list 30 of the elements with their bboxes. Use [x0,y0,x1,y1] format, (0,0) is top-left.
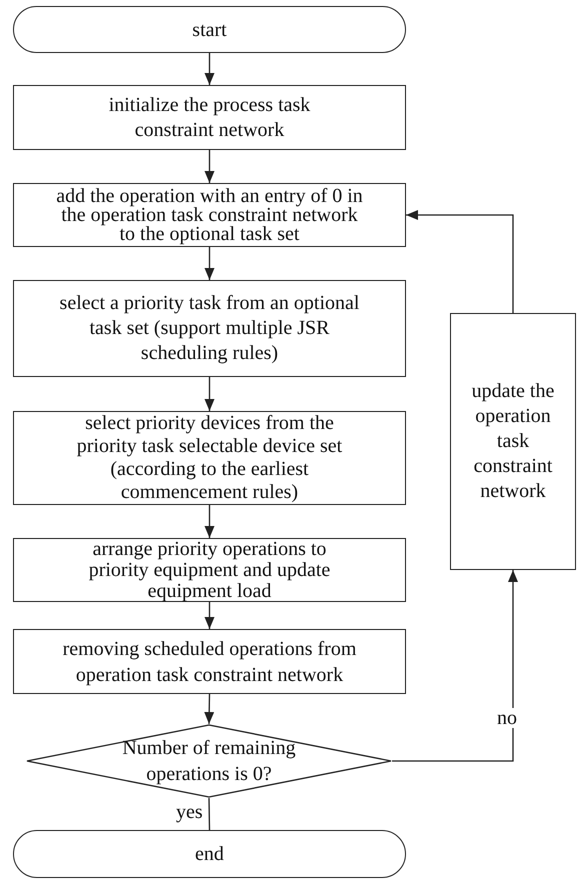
process-box [13,85,406,150]
arrow [204,505,214,538]
arrow [204,602,214,629]
node-text: update the operation task constraint network [470,379,556,504]
arrow [204,377,214,411]
arrow [204,53,214,85]
arrow [204,694,214,724]
node-text: Number of remaining operations is 0? [121,736,297,787]
arrow [406,210,514,313]
process-box [13,411,406,505]
edge-label: no [497,708,517,728]
process-box [13,538,406,602]
node-text: add the operation with an entry of 0 in the operation task constraint network to the optional task set [55,186,364,244]
node-text: select a priority task from an optional task set (support multiple JSR scheduling rules) [59,291,360,366]
process-box [13,280,406,377]
node-text: arrange priority operations to priority equipment and update equipment load [88,538,332,602]
process-box [13,183,406,247]
node-text: removing scheduled operations from operation task constraint network [62,636,358,688]
terminal-shape [13,6,406,53]
connector-line [208,798,210,830]
process-box [450,313,576,570]
node-text: end [195,844,224,864]
arrow [204,150,214,183]
node-text: start [192,20,227,40]
arrow [204,247,214,280]
node-text: initialize the process task constraint network [108,92,312,142]
arrow [392,570,518,762]
process-box [13,629,406,694]
terminal-shape [13,830,406,878]
node-text: select priority devices from the priority task selectable device set (according to the earliest commencement rules) [76,412,344,504]
